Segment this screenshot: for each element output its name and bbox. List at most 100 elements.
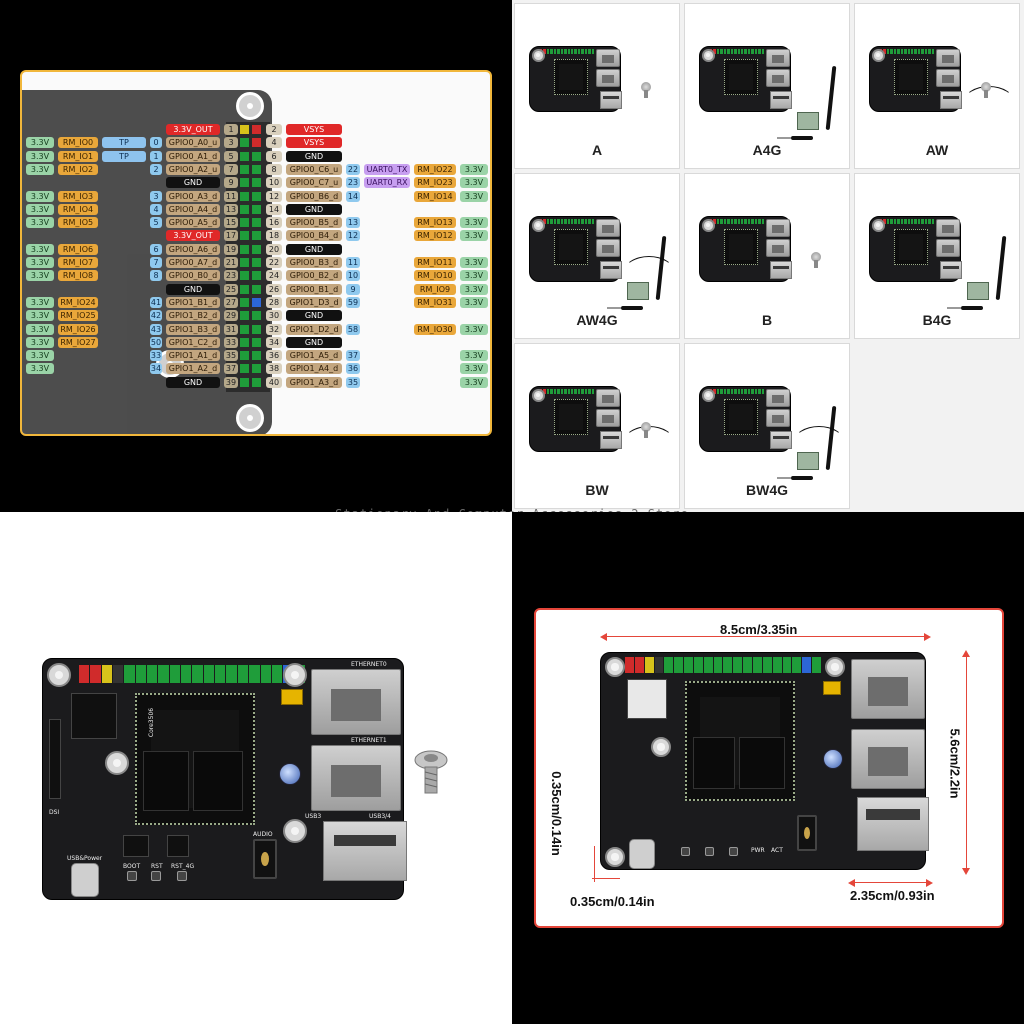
right-pin-number: 26 <box>266 283 282 295</box>
right-gpio-name: GPIO1_A5_d <box>286 350 342 362</box>
pwr-label: PWR <box>751 847 765 854</box>
right-pin-number: 34 <box>266 336 282 348</box>
variant-card: A4G <box>684 3 850 169</box>
right-pin-number: 4 <box>266 137 282 149</box>
header-pin <box>169 665 181 683</box>
left-gpio-name: GPIO0_A7_d <box>166 257 220 268</box>
screw-icon <box>414 750 448 796</box>
header-pin <box>674 657 684 673</box>
gpio-number: 3 <box>150 190 162 202</box>
header-pin <box>252 311 261 321</box>
voltage-label: 3.3V <box>26 257 54 268</box>
left-pin-number: 35 <box>224 350 238 362</box>
header-pin <box>240 218 249 228</box>
rm-io-label: RM_IO13 <box>414 217 456 229</box>
mounting-hole <box>283 663 307 687</box>
right-pin-number: 22 <box>266 257 282 268</box>
gpio-header <box>540 49 594 54</box>
left-pin-number: 19 <box>224 243 238 255</box>
ethernet1-port <box>766 239 790 257</box>
header-pin <box>751 49 754 54</box>
wifi-module <box>627 679 667 719</box>
header-pin <box>713 389 716 394</box>
header-pin <box>664 657 674 673</box>
usb-port <box>600 431 622 449</box>
right-gpio-name: GPIO0_C6_u <box>286 163 342 175</box>
core-module <box>894 59 928 95</box>
gpio-number: 5 <box>150 217 162 229</box>
header-pin <box>252 204 261 214</box>
gpio-number: 35 <box>346 376 360 388</box>
header-pin <box>900 49 904 54</box>
gpio-number: 14 <box>346 190 360 202</box>
header-pin <box>581 219 584 224</box>
header-pin <box>252 351 261 361</box>
usb34-port <box>857 797 929 851</box>
header-pin <box>574 389 577 394</box>
mounting-hole <box>605 657 625 677</box>
header-pin <box>252 284 261 294</box>
right-pin-number: 12 <box>266 190 282 202</box>
left-gpio-name: GPIO1_C2_d <box>166 336 220 348</box>
mounting-hole <box>105 751 129 775</box>
voltage-label: 3.3V <box>460 177 488 189</box>
header-pin <box>240 191 249 201</box>
header-pin <box>893 219 897 224</box>
usb-port <box>770 91 792 109</box>
header-pin <box>625 657 634 673</box>
voltage-label: 3.3V <box>460 296 488 308</box>
header-pin <box>584 389 588 394</box>
header-pin <box>570 49 574 54</box>
header-pin <box>240 311 249 321</box>
left-pin-number: 29 <box>224 310 238 322</box>
ethernet0-port <box>766 389 790 407</box>
audio-jack <box>253 839 277 879</box>
header-pin <box>90 665 101 683</box>
gpio-number: 23 <box>346 177 360 189</box>
header-pin <box>557 219 560 224</box>
variant-label: B4G <box>922 312 952 328</box>
rm-io-label: RM_IO26 <box>58 323 98 335</box>
boot-label: BOOT <box>123 863 141 870</box>
arrow-right-icon <box>926 879 933 887</box>
dsi-label: DSI <box>49 809 60 816</box>
left-gpio-name: GPIO0_A2_u <box>166 163 220 175</box>
left-gpio-name: 3.3V_OUT <box>166 230 220 242</box>
rst-label: RST <box>151 863 163 870</box>
header-pin <box>553 49 557 54</box>
left-gpio-name: GPIO1_B2_d <box>166 310 220 322</box>
gpio-header <box>625 657 821 673</box>
usb-c-port <box>629 839 655 869</box>
header-pin <box>584 219 588 224</box>
hole-x-dim-line <box>592 878 620 879</box>
right-pin-number: 24 <box>266 270 282 282</box>
screwdriver-icon <box>777 476 813 480</box>
header-pin <box>720 389 723 394</box>
left-gpio-name: GPIO0_A0_u <box>166 137 220 149</box>
left-gpio-name: GPIO0_A5_d <box>166 217 220 229</box>
ethernet0-port <box>596 49 620 67</box>
header-pin <box>713 49 716 54</box>
mounting-hole <box>605 847 625 867</box>
gpio-number: 37 <box>346 350 360 362</box>
mounting-hole <box>532 219 545 232</box>
capacitor <box>279 763 301 785</box>
header-pin <box>737 219 740 224</box>
header-pin <box>226 665 237 683</box>
right-gpio-name: GND <box>286 150 342 162</box>
header-pin <box>113 665 124 683</box>
header-pin <box>577 219 581 224</box>
header-pin <box>574 219 577 224</box>
usb34-port <box>323 821 407 881</box>
4g-module-icon <box>967 282 989 300</box>
header-pin <box>240 125 249 134</box>
header-pin <box>252 337 261 347</box>
header-pin <box>897 219 900 224</box>
header-pin <box>751 219 754 224</box>
header-pin <box>782 657 792 673</box>
header-pin <box>557 389 560 394</box>
